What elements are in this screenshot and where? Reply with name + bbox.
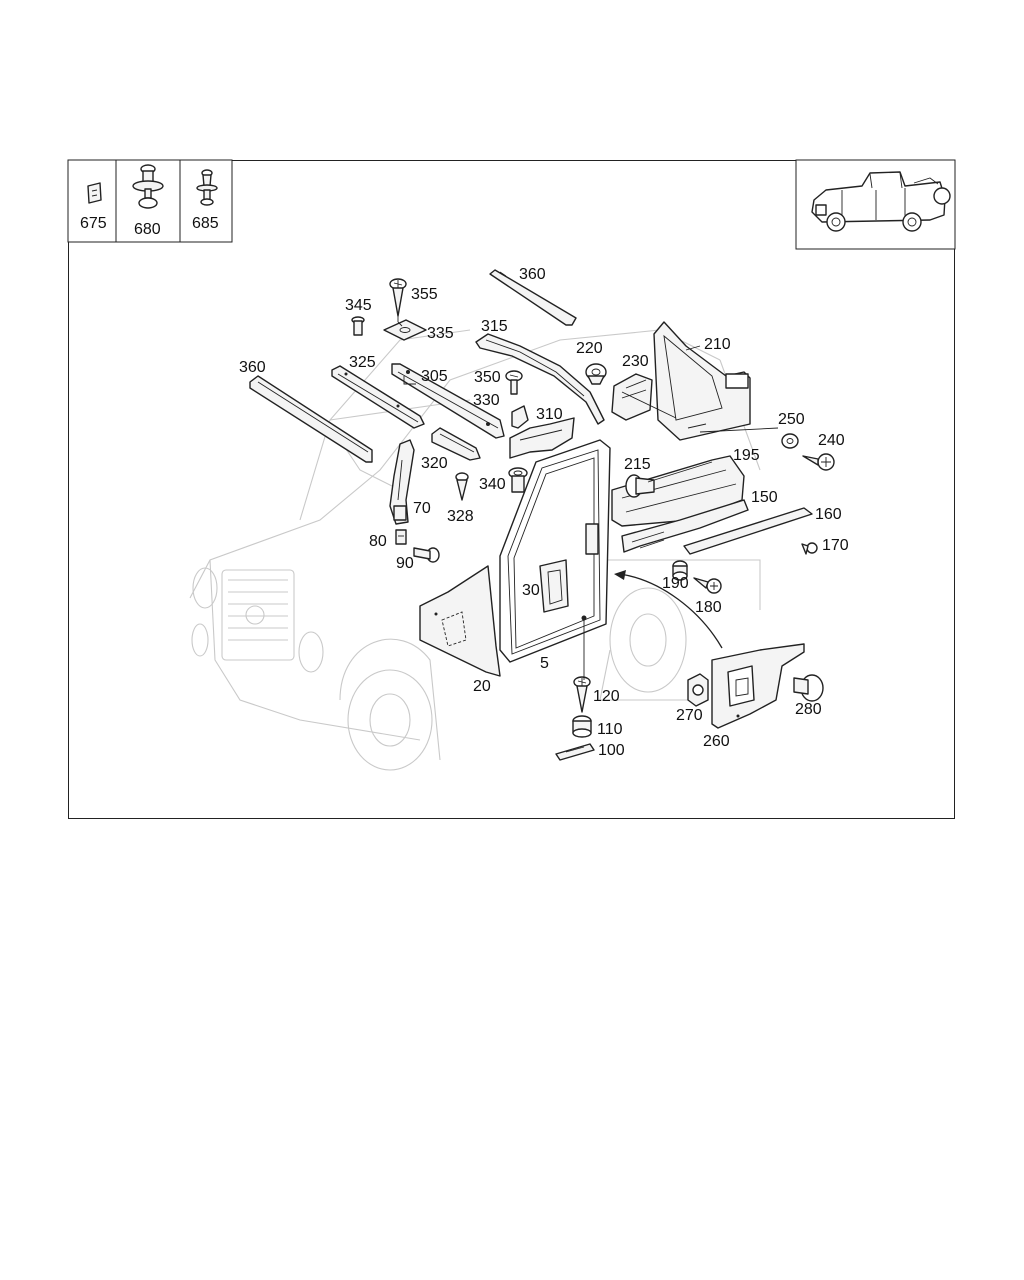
part-220-clip (585, 363, 607, 385)
part-320-bracket (431, 427, 481, 461)
callout-labels: 5 20 30 70 80 90 100 110 120 150 160 170… (239, 266, 849, 759)
callout-70: 70 (413, 500, 431, 517)
callout-160: 160 (815, 506, 842, 523)
part-305-roof-rail (391, 363, 505, 439)
part-180-screw (693, 577, 722, 594)
part-250-washer (781, 433, 799, 449)
callout-20: 20 (473, 678, 491, 695)
part-210-side-panel (653, 321, 751, 441)
part-70-pillar-trim (389, 439, 415, 525)
part-80-clip (395, 529, 407, 545)
callout-360-top: 360 (519, 266, 546, 283)
callout-215: 215 (624, 456, 651, 473)
leader-lines (397, 271, 779, 680)
callout-80: 80 (369, 533, 387, 550)
part-100-plate (555, 743, 595, 761)
part-345-pin (351, 316, 365, 336)
callout-90: 90 (396, 555, 414, 572)
cabriolet-icon (811, 171, 951, 232)
callout-195: 195 (733, 447, 760, 464)
callout-30: 30 (522, 582, 540, 599)
callout-328: 328 (447, 508, 474, 525)
part-360-left-rail (249, 375, 373, 463)
part-310-corner-piece (509, 417, 575, 459)
callout-315: 315 (481, 318, 508, 335)
part-240-screw (802, 453, 835, 471)
part-195-sill-trim (611, 455, 745, 527)
callout-170: 170 (822, 537, 849, 554)
callout-230: 230 (622, 353, 649, 370)
push-rivet-icon (132, 164, 164, 209)
diagram-frame (68, 160, 955, 819)
part-170-screw (801, 542, 818, 555)
callout-100: 100 (598, 742, 625, 759)
callout-250: 250 (778, 411, 805, 428)
callout-190: 190 (662, 575, 689, 592)
callout-150: 150 (751, 489, 778, 506)
part-328-screw (455, 472, 469, 501)
callout-5: 5 (540, 655, 549, 672)
callout-685: 685 (192, 215, 219, 232)
callout-270: 270 (676, 707, 703, 724)
part-280-knob (793, 674, 824, 702)
callout-260: 260 (703, 733, 730, 750)
callout-320: 320 (421, 455, 448, 472)
part-120-screw (573, 676, 591, 713)
clip-icon (87, 182, 102, 204)
part-360-top-rail (489, 269, 577, 326)
fastener-inset-box: 675 680 685 (67, 159, 233, 243)
callout-335: 335 (427, 325, 454, 342)
spring-clip-icon (196, 169, 218, 206)
callout-120: 120 (593, 688, 620, 705)
part-160-strip (683, 507, 813, 555)
callout-210: 210 (704, 336, 731, 353)
callout-240: 240 (818, 432, 845, 449)
part-150-lower-trim (621, 499, 749, 553)
part-20-kick-panel (419, 565, 501, 677)
part-340-grommet (508, 467, 528, 493)
part-335-plate (383, 319, 427, 341)
part-270-latch (687, 673, 709, 707)
callout-350: 350 (474, 369, 501, 386)
part-355-screw (389, 278, 407, 322)
callout-360-left: 360 (239, 359, 266, 376)
part-260-rear-panel (711, 643, 805, 729)
part-350-screw (505, 370, 523, 395)
vehicle-thumbnail (795, 159, 956, 250)
callout-305: 305 (421, 368, 448, 385)
callout-110: 110 (597, 721, 623, 738)
callout-355: 355 (411, 286, 438, 303)
part-30-handle-recess (539, 559, 569, 613)
part-190-spacer (672, 560, 688, 581)
callout-680: 680 (134, 221, 161, 238)
part-5-door-seal (499, 439, 611, 663)
callout-325: 325 (349, 354, 376, 371)
callout-675: 675 (80, 215, 107, 232)
part-90-bolt (413, 547, 440, 563)
part-110-cap (572, 715, 592, 738)
callout-180: 180 (695, 599, 722, 616)
part-330-pad (511, 405, 529, 429)
callout-280: 280 (795, 701, 822, 718)
part-325-roof-rail (331, 365, 425, 429)
callout-310: 310 (536, 406, 563, 423)
callout-340: 340 (479, 476, 506, 493)
callout-345: 345 (345, 297, 372, 314)
callout-220: 220 (576, 340, 603, 357)
part-215-push-button (625, 474, 655, 498)
callout-330: 330 (473, 392, 500, 409)
part-315-windshield-frame (475, 333, 605, 425)
